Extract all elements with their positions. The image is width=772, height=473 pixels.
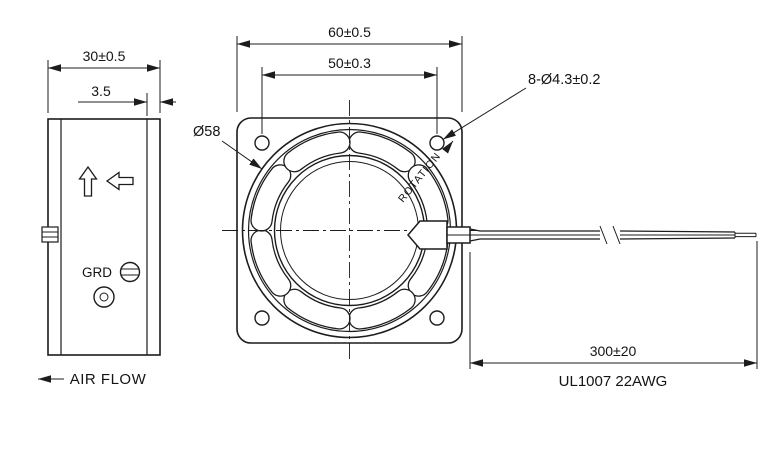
lead-wires: 300±20 UL1007 22AWG	[407, 220, 758, 390]
dim-width-30: 30±0.5	[47, 48, 161, 113]
dim-outer-60: 60±0.5	[236, 24, 463, 112]
up-arrow-icon	[78, 165, 98, 197]
dim-hole-pitch-text: 50±0.3	[328, 55, 371, 71]
dim-width-30-text: 30±0.5	[83, 48, 126, 64]
hole-callout: 8-Ø4.3±0.2	[442, 72, 600, 140]
wire-break	[599, 225, 621, 245]
side-view-body	[47, 118, 161, 356]
wire-spec-label: UL1007 22AWG	[559, 373, 668, 390]
ground-label: GRD	[82, 265, 112, 280]
diameter-callout-text: Ø58	[193, 124, 220, 140]
mounting-hole	[254, 310, 270, 326]
dim-length-300: 300±20	[469, 241, 758, 369]
mounting-hole	[429, 135, 445, 151]
dim-outer-text: 60±0.5	[328, 24, 371, 40]
stripped-wire-end	[734, 232, 757, 238]
side-view: GRD AIR FLOW 30±0.5 3.5	[38, 48, 176, 388]
front-view: ROTATION 60±0.5 50±0.3 8-Ø4.3±0.2 Ø58	[193, 24, 600, 362]
mounting-hole	[254, 135, 270, 151]
mounting-holes	[254, 135, 445, 326]
terminal-notch	[41, 226, 59, 243]
rotation-arrow-icon	[442, 140, 454, 154]
dim-hole-pitch-50: 50±0.3	[261, 55, 438, 134]
dim-flange-3-5: 3.5	[78, 83, 176, 116]
dim-flange-text: 3.5	[91, 83, 111, 99]
ground-screw-icon	[119, 261, 141, 283]
left-arrow-icon	[105, 171, 134, 191]
wires	[469, 225, 757, 245]
air-flow-label: AIR FLOW	[70, 371, 147, 388]
diameter-callout: Ø58	[193, 124, 263, 170]
ground-terminal	[93, 286, 115, 308]
hole-callout-text: 8-Ø4.3±0.2	[528, 72, 600, 88]
mounting-hole	[429, 310, 445, 326]
dim-length-text: 300±20	[590, 343, 637, 359]
